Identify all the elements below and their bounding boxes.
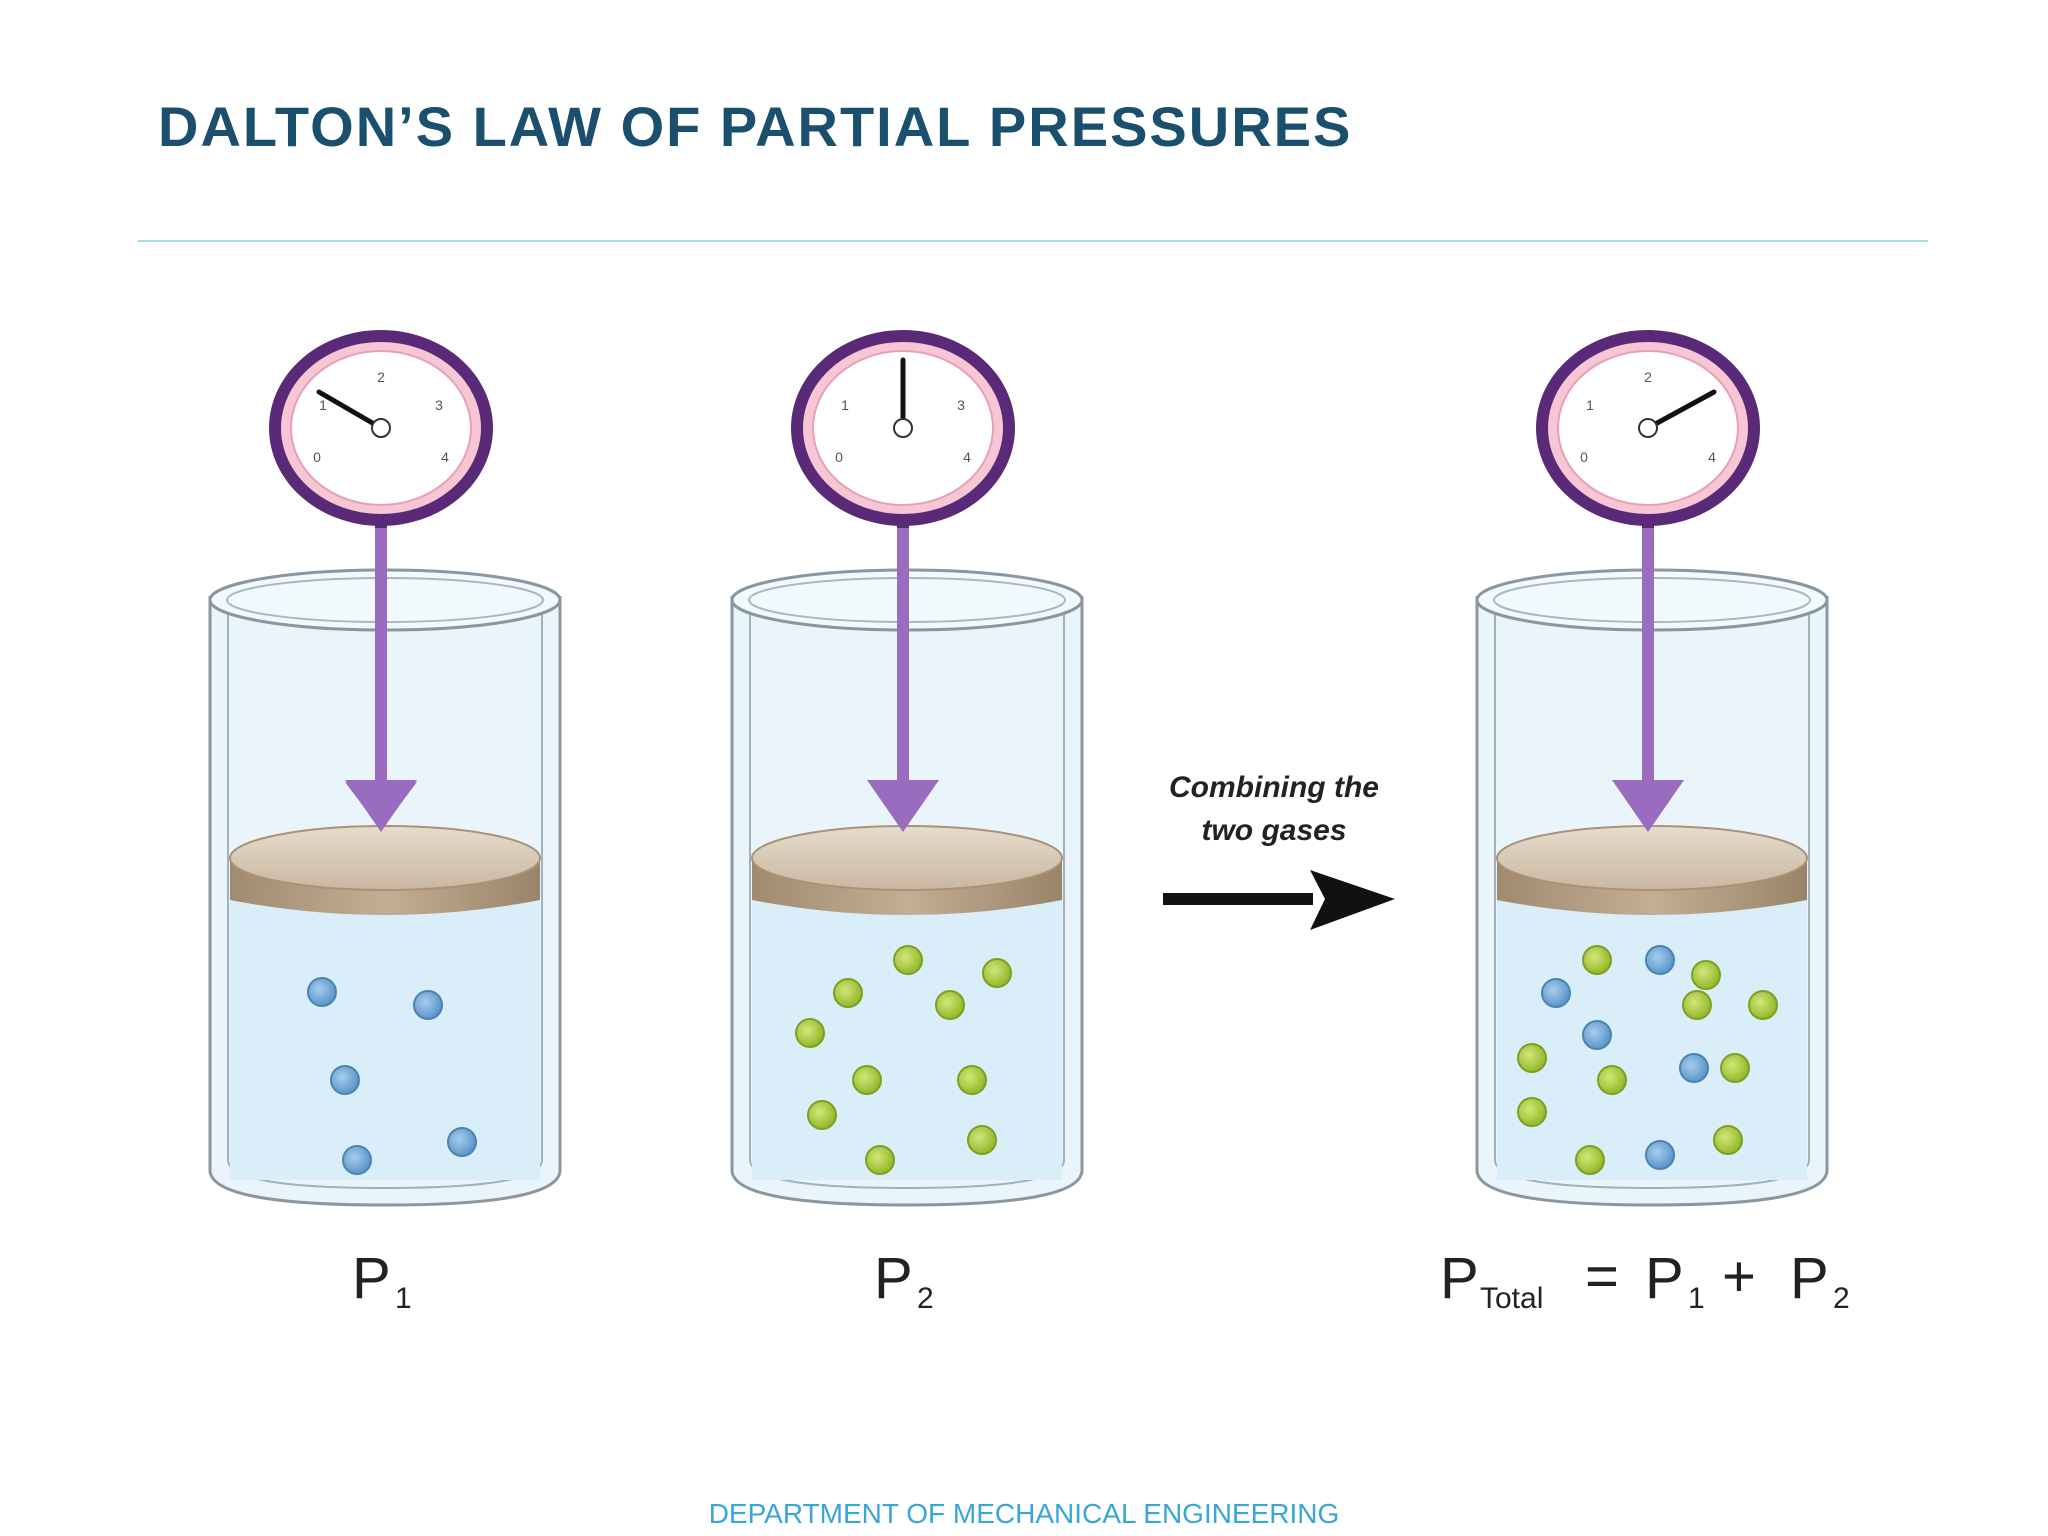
green-molecule xyxy=(833,978,863,1008)
pressure-rod xyxy=(867,520,939,832)
green-molecule xyxy=(1597,1065,1627,1095)
green-molecule xyxy=(893,945,923,975)
blue-molecule xyxy=(1541,978,1571,1008)
green-molecule xyxy=(957,1065,987,1095)
svg-text:3: 3 xyxy=(435,397,443,413)
svg-text:0: 0 xyxy=(835,449,843,465)
green-molecule xyxy=(1582,945,1612,975)
blue-molecule xyxy=(1645,1140,1675,1170)
green-molecule xyxy=(852,1065,882,1095)
blue-molecule xyxy=(413,990,443,1020)
gauge-needle xyxy=(1645,389,1717,431)
blue-molecule xyxy=(307,977,337,1007)
combine-arrow: Combining the two gases xyxy=(1163,771,1395,930)
blue-molecule xyxy=(447,1127,477,1157)
label-p1: P 1 xyxy=(352,1246,412,1315)
title-divider xyxy=(138,240,1928,242)
pressure-rod xyxy=(345,520,417,832)
svg-text:Total: Total xyxy=(1480,1282,1543,1315)
arrow-head xyxy=(1612,780,1684,832)
pressure-rod xyxy=(1612,520,1684,832)
molecules xyxy=(795,945,1012,1175)
svg-text:1: 1 xyxy=(319,397,327,413)
svg-text:1: 1 xyxy=(841,397,849,413)
svg-text:1: 1 xyxy=(1586,397,1594,413)
piston xyxy=(751,825,1063,915)
arrow-head xyxy=(1310,870,1395,930)
svg-text:2: 2 xyxy=(1833,1282,1850,1315)
svg-text:0: 0 xyxy=(313,449,321,465)
svg-text:4: 4 xyxy=(1708,449,1716,465)
svg-text:3: 3 xyxy=(957,397,965,413)
svg-text:P: P xyxy=(874,1246,913,1311)
svg-text:1: 1 xyxy=(1688,1282,1705,1315)
svg-text:=: = xyxy=(1585,1244,1619,1309)
green-molecule xyxy=(795,1018,825,1048)
footer-department: DEPARTMENT OF MECHANICAL ENGINEERING xyxy=(708,1498,1340,1529)
piston xyxy=(1496,825,1808,915)
green-molecule xyxy=(935,990,965,1020)
svg-text:1: 1 xyxy=(395,1282,412,1315)
label-total: P Total = P 1 + P 2 xyxy=(1440,1244,1850,1315)
arrow-shaft xyxy=(1163,893,1313,905)
blue-molecule xyxy=(1679,1053,1709,1083)
green-molecule xyxy=(982,958,1012,988)
cylinder-p2: 1 3 0 4 xyxy=(730,330,1084,1207)
pressure-gauge: 2 1 0 4 xyxy=(1536,330,1760,528)
blue-molecule xyxy=(1582,1020,1612,1050)
arrow-head xyxy=(867,780,939,832)
svg-text:2: 2 xyxy=(377,369,385,385)
cylinder-p1: 2 1 3 0 4 xyxy=(208,330,562,1207)
svg-text:2: 2 xyxy=(1644,369,1652,385)
svg-text:4: 4 xyxy=(441,449,449,465)
svg-text:0: 0 xyxy=(1580,449,1588,465)
green-molecule xyxy=(865,1145,895,1175)
blue-molecule xyxy=(342,1145,372,1175)
svg-text:P: P xyxy=(1440,1246,1479,1311)
green-molecule xyxy=(1517,1043,1547,1073)
arrow-caption-line2: two gases xyxy=(1201,814,1346,847)
green-molecule xyxy=(1517,1097,1547,1127)
molecules xyxy=(307,977,477,1175)
pressure-gauge: 2 1 3 0 4 xyxy=(269,330,493,528)
green-molecule xyxy=(1720,1053,1750,1083)
svg-text:P: P xyxy=(1790,1246,1829,1311)
green-molecule xyxy=(1713,1125,1743,1155)
green-molecule xyxy=(1575,1145,1605,1175)
green-molecule xyxy=(1691,960,1721,990)
pressure-gauge: 1 3 0 4 xyxy=(791,330,1015,528)
arrow-caption-line1: Combining the xyxy=(1169,771,1379,804)
label-p2: P 2 xyxy=(874,1246,934,1315)
svg-text:4: 4 xyxy=(963,449,971,465)
gas-region xyxy=(1497,880,1807,1180)
slide-title: DALTON’S LAW OF PARTIAL PRESSURES xyxy=(158,95,1353,158)
blue-molecule xyxy=(330,1065,360,1095)
green-molecule xyxy=(807,1100,837,1130)
gas-region xyxy=(230,880,540,1180)
cylinder-total: 2 1 0 4 xyxy=(1475,330,1829,1207)
green-molecule xyxy=(967,1125,997,1155)
svg-text:P: P xyxy=(352,1246,391,1311)
molecules xyxy=(1517,945,1778,1175)
green-molecule xyxy=(1682,990,1712,1020)
piston xyxy=(229,825,541,915)
green-molecule xyxy=(1748,990,1778,1020)
svg-text:2: 2 xyxy=(917,1282,934,1315)
gauge-needle xyxy=(316,389,384,431)
svg-text:+: + xyxy=(1722,1244,1756,1309)
svg-text:P: P xyxy=(1645,1246,1684,1311)
blue-molecule xyxy=(1645,945,1675,975)
